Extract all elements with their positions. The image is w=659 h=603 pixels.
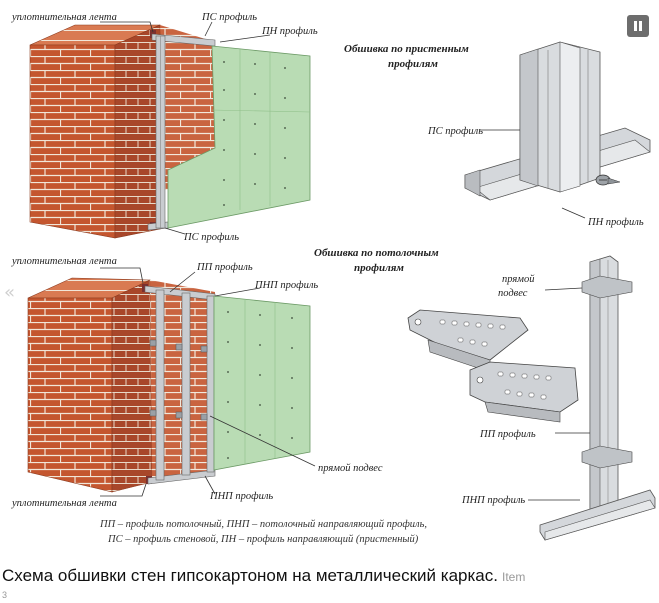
pp-ceiling-profile-1 [155,289,165,481]
direct-hanger-2 [469,361,579,423]
label-right-pnp-profile: ПНП профиль [461,495,525,506]
screw-icon [595,174,621,186]
label-ps-profile-top: ПС профиль [201,12,257,23]
direct-hanger-1 [407,309,529,373]
caption: Схема обшивки стен гипсокартоном на мета… [2,566,659,586]
label-pnp-profile-top: ПНП профиль [254,280,318,291]
label-right-pn-profile: ПН профиль [587,217,644,228]
label-right-ps-profile: ПС профиль [427,126,483,137]
label-pn-profile-top: ПН профиль [261,26,318,37]
label-ps-profile-bottom: ПС профиль [183,232,239,243]
top-right-detail [464,41,651,219]
pause-button[interactable] [627,15,649,37]
label-right-pp-profile: ПП профиль [479,429,536,440]
label-direct-hanger: прямой подвес [318,463,383,474]
title-ceiling-profiles-line1: Обшивка по потолочным [314,247,439,259]
title-wall-profiles-line2: профилям [388,58,438,70]
bottom-left-assembly [27,267,316,497]
title-ceiling-profiles-line2: профилям [354,262,404,274]
brick-wall-back [160,25,215,190]
title-wall-profiles-line1: Обшивка по пристенным [344,43,469,55]
hanger-bracket-bottom [581,445,633,469]
label-right-hanger-line2: подвес [498,288,528,299]
chevron-left-icon[interactable]: « [4,282,16,303]
drywall-sheet [167,45,311,229]
label-seal-tape-bottom-top: уплотнительная лента [11,256,117,267]
pp-ceiling-profile-2 [181,292,191,476]
caption-source[interactable]: Item [501,570,526,584]
hanger-bracket-top [581,275,633,299]
wall-cladding-diagram: уплотнительная лента ПС профиль ПН профи… [11,12,656,545]
top-left-assembly [29,21,311,239]
brick-wall-front [29,44,116,239]
label-seal-tape-top: уплотнительная лента [11,12,117,23]
brick-wall-side-2 [111,279,153,493]
legend-line-1: ПП – профиль потолочный, ПНП – потолочны… [99,519,427,530]
label-pnp-profile-bottom: ПНП профиль [209,491,273,502]
bottom-right-detail [407,255,656,541]
label-seal-tape-bottom: уплотнительная лента [11,498,117,509]
caption-text: Схема обшивки стен гипсокартоном на мета… [2,566,498,585]
label-right-hanger-line1: прямой [502,274,535,285]
pnp-guide-profile-bottom [147,469,216,485]
pp-ceiling-profile-3 [206,295,215,473]
brick-wall-front-2 [27,297,113,493]
label-pp-profile: ПП профиль [196,262,253,273]
caption-extra: 3 [2,590,8,600]
drywall-sheet-2 [213,295,311,471]
legend-line-2: ПС – профиль стеновой, ПН – профиль напр… [107,534,419,545]
